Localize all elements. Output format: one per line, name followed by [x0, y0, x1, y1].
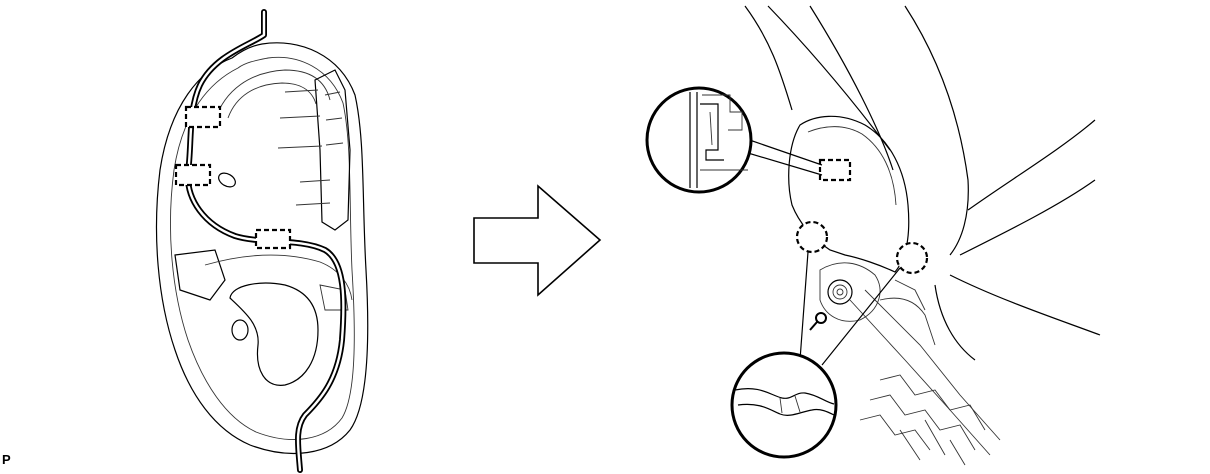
detail-view-clip	[645, 86, 753, 194]
harness-clip-middle	[174, 163, 212, 187]
claw-right	[895, 241, 929, 275]
locating-pin	[218, 172, 236, 188]
side-cover	[788, 115, 910, 273]
seatback-outer-shell	[155, 42, 369, 455]
lower-cutout	[229, 282, 319, 386]
seatback-inner-rim	[170, 56, 355, 440]
side-bracket	[314, 69, 351, 231]
corner-label: P	[2, 452, 11, 467]
recliner-mechanism	[819, 262, 1001, 466]
claw-left	[795, 220, 829, 254]
right-arrow-icon	[473, 184, 602, 297]
upper-frame	[214, 69, 331, 121]
seat-body-outline	[744, 5, 793, 111]
harness-clip-lower	[254, 228, 292, 250]
detail-view-claw	[730, 351, 838, 459]
harness-clip-upper	[184, 105, 222, 129]
leader-bottom	[799, 251, 901, 366]
lower-hole	[231, 319, 249, 341]
lower-frame	[174, 249, 226, 301]
screw-icon	[809, 312, 827, 331]
right-installed-view	[645, 5, 1101, 466]
panel-ribs	[277, 89, 331, 206]
left-seatback-panel	[155, 9, 369, 473]
cover-clip	[818, 158, 852, 182]
